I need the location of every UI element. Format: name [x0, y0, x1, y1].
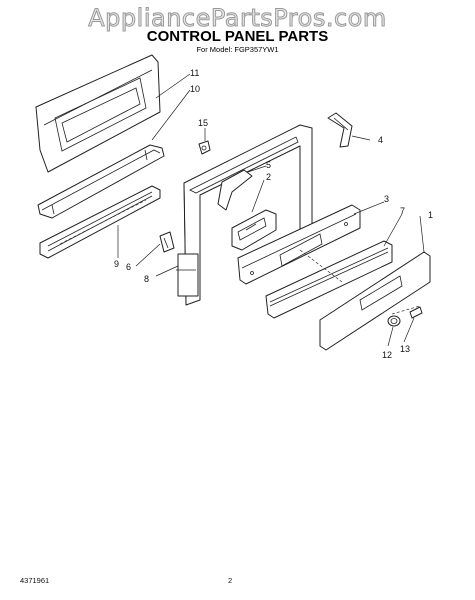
callout-9: 9 — [114, 259, 119, 269]
leader-lines — [117, 73, 425, 347]
part-11-window-panel[interactable] — [35, 54, 161, 173]
part-12-knob[interactable] — [387, 315, 401, 327]
callout-1: 1 — [428, 210, 433, 220]
part-10-trim-channel[interactable] — [37, 144, 165, 219]
page-number: 2 — [228, 576, 233, 585]
callout-8: 8 — [144, 274, 149, 284]
part-2-clock-module[interactable] — [231, 209, 277, 251]
page-title: CONTROL PANEL PARTS — [146, 28, 329, 45]
part-15-clip[interactable] — [198, 140, 211, 155]
callout-13: 13 — [400, 344, 410, 354]
callout-10: 10 — [190, 84, 200, 94]
model-line: For Model: FGP357YW1 — [196, 45, 279, 54]
callout-4: 4 — [378, 135, 383, 145]
part-6-bracket[interactable] — [159, 231, 175, 253]
callout-5: 5 — [266, 160, 271, 170]
part-4-bracket[interactable] — [327, 112, 353, 148]
callout-2: 2 — [266, 172, 271, 182]
part-7-panel-trim[interactable] — [265, 240, 393, 319]
control-frame[interactable] — [177, 124, 313, 306]
part-9-vent-strip[interactable] — [39, 185, 161, 259]
callout-12: 12 — [382, 350, 392, 360]
callout-3: 3 — [384, 194, 389, 204]
document-number: 4371961 — [20, 576, 50, 585]
callout-11: 11 — [190, 68, 199, 78]
part-13-screw[interactable] — [409, 306, 423, 319]
callout-15: 15 — [198, 118, 208, 128]
watermark-logo: AppliancePartsPros.com — [88, 4, 387, 33]
assembly-lines — [299, 249, 421, 315]
part-5-bracket[interactable] — [217, 169, 253, 211]
callout-7: 7 — [400, 206, 405, 216]
part-3-panel-plate[interactable] — [237, 204, 361, 285]
callout-6: 6 — [126, 262, 131, 272]
